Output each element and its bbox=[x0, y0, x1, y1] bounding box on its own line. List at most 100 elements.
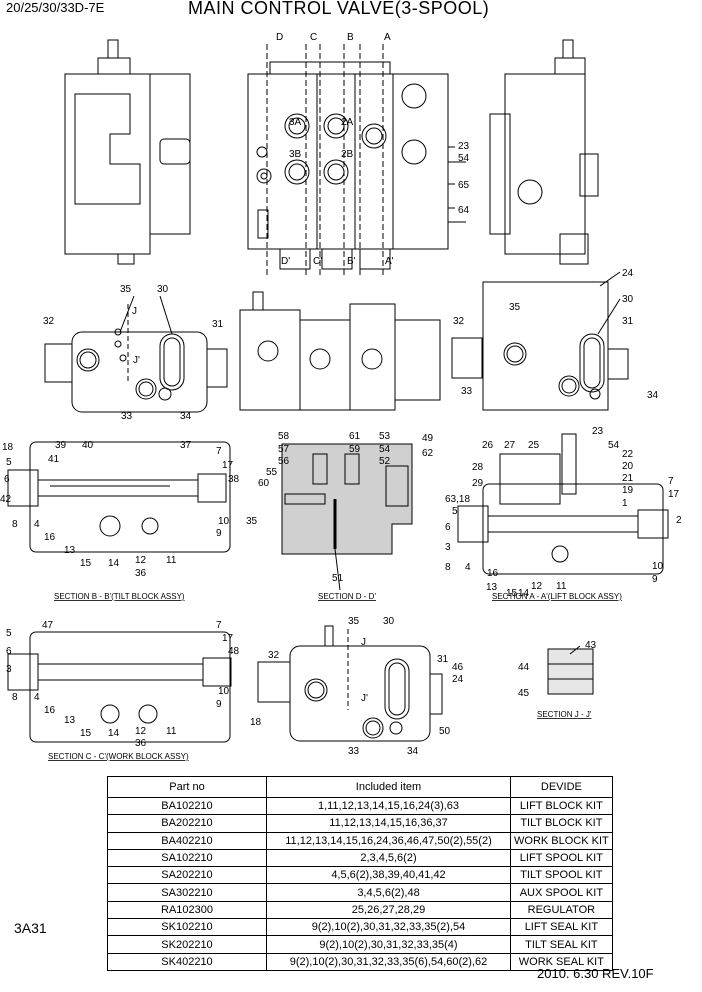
callout: 2 bbox=[676, 515, 682, 526]
callout: 35 bbox=[246, 516, 258, 527]
spool-label-bottom: A' bbox=[385, 256, 394, 267]
callout: 4 bbox=[465, 562, 471, 573]
callout: 31 bbox=[437, 654, 449, 665]
callout: 31 bbox=[622, 316, 634, 327]
callout: 18 bbox=[250, 717, 262, 728]
section-caption: SECTION B - B'(TILT BLOCK ASSY) bbox=[54, 592, 185, 601]
part-no: BA202210 bbox=[107, 814, 267, 833]
part-no: SA302210 bbox=[107, 883, 267, 902]
callout: 4 bbox=[34, 692, 40, 703]
part-no: RA102300 bbox=[107, 900, 267, 920]
devide: LIFT SPOOL KIT bbox=[510, 848, 613, 868]
callout: 57 bbox=[278, 444, 290, 455]
callout: 22 bbox=[622, 449, 634, 460]
section-caption: SECTION D - D' bbox=[318, 592, 376, 601]
column-header: Included item bbox=[266, 776, 511, 798]
callout: 51 bbox=[332, 573, 344, 584]
devide: TILT SPOOL KIT bbox=[510, 866, 613, 885]
table-header-row: Part no Included item DEVIDE bbox=[107, 776, 613, 798]
column-header: Part no bbox=[107, 776, 267, 798]
callout: 5 bbox=[6, 457, 12, 468]
callout: 11 bbox=[166, 555, 177, 566]
callout: 12 bbox=[135, 555, 147, 566]
callout: 7 bbox=[216, 620, 222, 631]
callout: 16 bbox=[44, 532, 56, 543]
callout: 29 bbox=[472, 478, 484, 489]
callout: 19 bbox=[622, 485, 634, 496]
included-item: 11,12,13,14,15,16,36,37 bbox=[266, 814, 511, 833]
revision: 2010. 6.30 REV.10F bbox=[537, 966, 654, 981]
callout: 24 bbox=[622, 268, 634, 279]
callout: 32 bbox=[43, 316, 55, 327]
callout: 15 bbox=[80, 728, 92, 739]
callout: 12 bbox=[531, 581, 543, 592]
callout: 12 bbox=[135, 726, 147, 737]
callout: 30 bbox=[157, 284, 169, 295]
callout: 33 bbox=[348, 746, 360, 757]
spool-label-top: C bbox=[310, 32, 317, 43]
callout: 30 bbox=[383, 616, 395, 627]
section-mark: J bbox=[132, 306, 137, 317]
callout: 14 bbox=[108, 558, 120, 569]
callout: 64 bbox=[458, 205, 470, 216]
callout: 34 bbox=[180, 411, 192, 422]
callout: 32 bbox=[268, 650, 280, 661]
callout: 38 bbox=[228, 474, 240, 485]
callout: 15 bbox=[506, 588, 518, 599]
callout: 44 bbox=[518, 662, 530, 673]
part-no: BA102210 bbox=[107, 796, 267, 816]
callout: 17 bbox=[222, 460, 234, 471]
callout: 16 bbox=[487, 568, 499, 579]
spool-label-top: D bbox=[276, 32, 283, 43]
callout: 11 bbox=[166, 726, 177, 737]
callout: 23 bbox=[458, 141, 470, 152]
part-no: SA102210 bbox=[107, 848, 267, 868]
included-item: 9(2),10(2),30,31,32,33,35(4) bbox=[266, 935, 511, 954]
callout: 36 bbox=[135, 738, 147, 749]
callout: 13 bbox=[486, 582, 498, 593]
port-label: 3A bbox=[289, 117, 302, 128]
callout: 54 bbox=[608, 440, 620, 451]
callout: 6 bbox=[6, 646, 12, 657]
callout: 35 bbox=[509, 302, 521, 313]
callout: 54 bbox=[379, 444, 391, 455]
devide: LIFT SEAL KIT bbox=[510, 918, 613, 937]
callout: 24 bbox=[452, 674, 464, 685]
callout: 20 bbox=[622, 461, 634, 472]
callout: 16 bbox=[44, 705, 56, 716]
included-item: 2,3,4,5,6(2) bbox=[266, 848, 511, 868]
callout: 10 bbox=[218, 516, 230, 527]
included-item: 9(2),10(2),30,31,32,33,35(6),54,60(2),62 bbox=[266, 952, 511, 971]
section-mark: J' bbox=[361, 693, 368, 704]
callout: 13 bbox=[64, 545, 76, 556]
callout: 26 bbox=[482, 440, 494, 451]
callout: 6 bbox=[4, 474, 10, 485]
callout: 1 bbox=[622, 498, 628, 509]
callout: 7 bbox=[668, 476, 674, 487]
part-no: SA202210 bbox=[107, 866, 267, 885]
callout: 40 bbox=[82, 440, 94, 451]
callout: 42 bbox=[0, 494, 12, 505]
column-header: DEVIDE bbox=[510, 776, 613, 798]
callout: 55 bbox=[266, 467, 278, 478]
devide: LIFT BLOCK KIT bbox=[510, 796, 613, 816]
callout: 18 bbox=[2, 442, 14, 453]
page-title: MAIN CONTROL VALVE(3-SPOOL) bbox=[188, 0, 490, 18]
devide: TILT BLOCK KIT bbox=[510, 814, 613, 833]
callout: 45 bbox=[518, 688, 530, 699]
callout: 10 bbox=[652, 561, 664, 572]
callout: 37 bbox=[180, 440, 192, 451]
callout: 59 bbox=[349, 444, 361, 455]
callout: 52 bbox=[379, 456, 391, 467]
devide: REGULATOR bbox=[510, 900, 613, 920]
part-no: SK102210 bbox=[107, 918, 267, 937]
callout: 17 bbox=[222, 633, 234, 644]
